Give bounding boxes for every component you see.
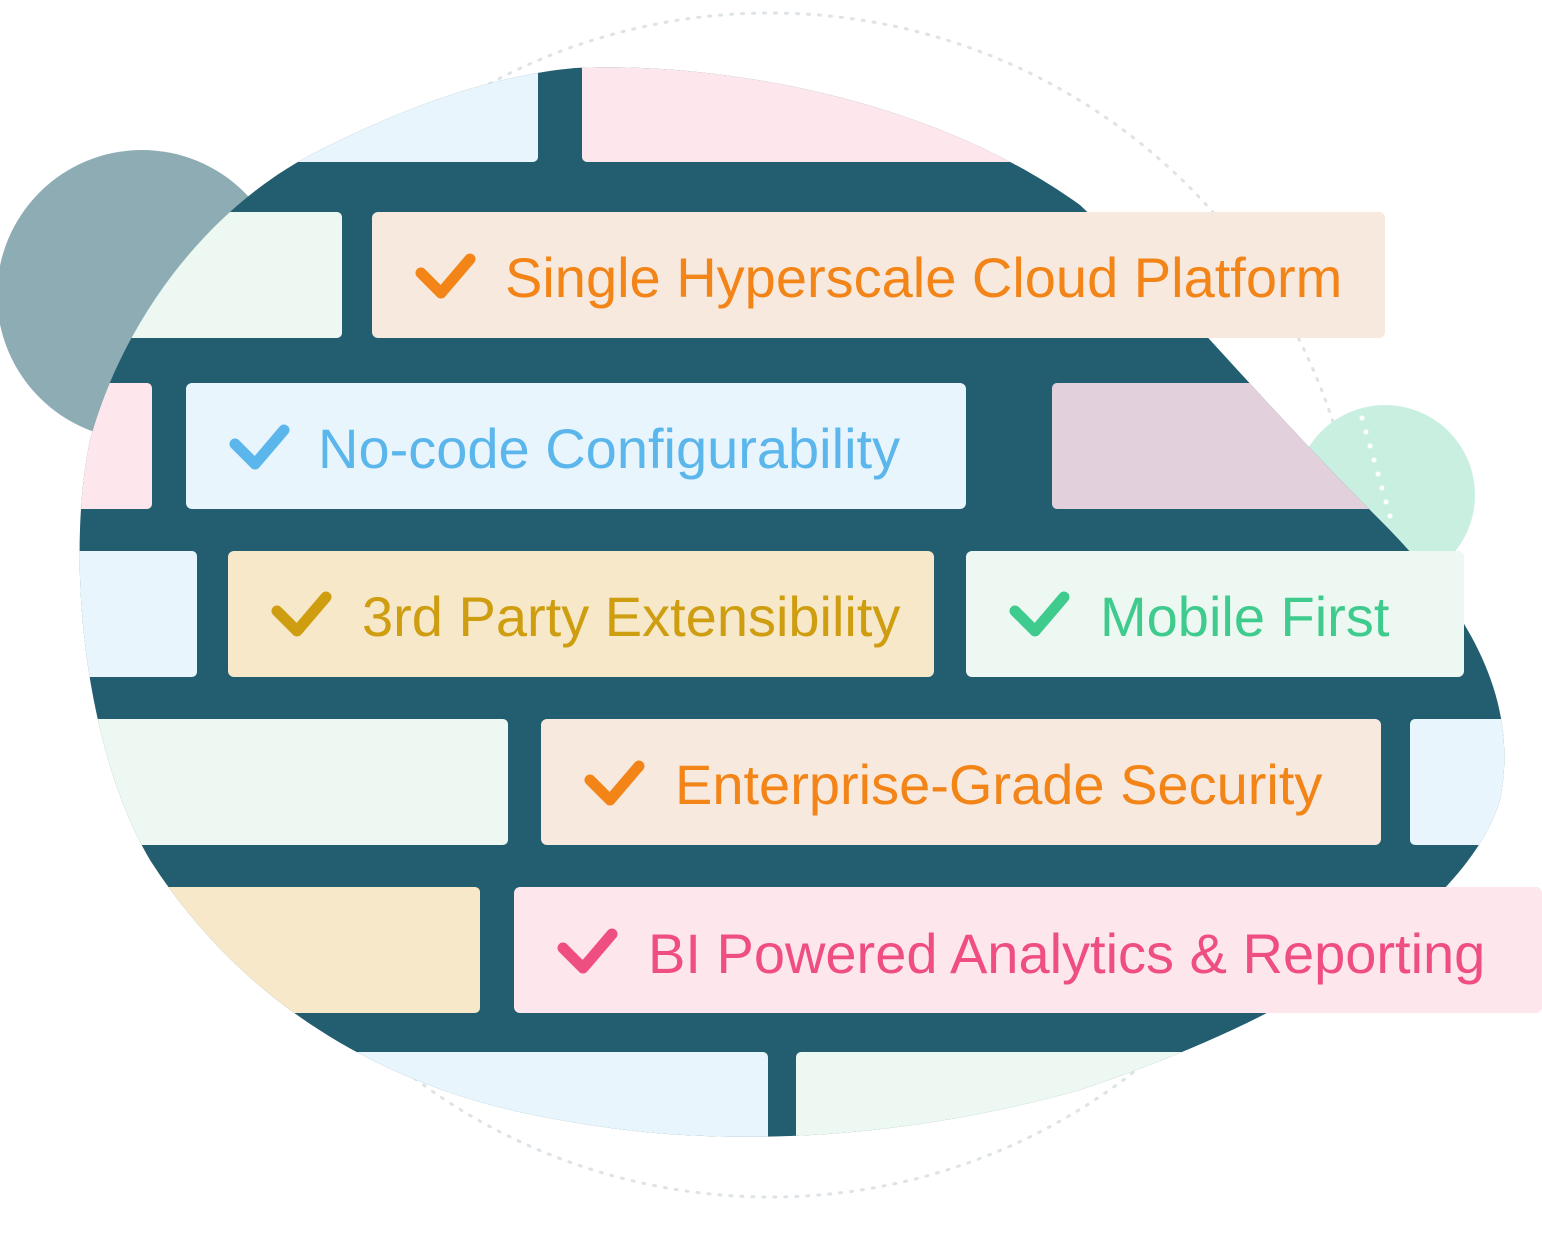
feature-brick-3: Mobile First [966,551,1464,677]
mint-circle-dots [1359,415,1393,519]
feature-brick-1: No-code Configurability [186,383,966,509]
feature-brick-0: Single Hyperscale Cloud Platform [372,212,1385,338]
wall-brick [200,1052,768,1137]
feature-label: Single Hyperscale Cloud Platform [505,246,1342,309]
feature-label: 3rd Party Extensibility [362,585,900,648]
check-icon [415,253,476,299]
check-icon [271,591,332,637]
wall-brick [210,67,538,162]
wall-brick [582,67,1082,162]
wall-brick [79,551,197,677]
wall-brick [1410,719,1505,845]
feature-brick-2: 3rd Party Extensibility [228,551,934,677]
feature-brick-4: Enterprise-Grade Security [541,719,1381,845]
check-icon [557,928,618,974]
check-icon [229,424,290,470]
feature-label: Enterprise-Grade Security [675,753,1322,816]
feature-label: No-code Configurability [318,417,900,480]
feature-brick-5: BI Powered Analytics & Reporting [514,887,1542,1013]
feature-label: BI Powered Analytics & Reporting [648,922,1485,985]
wall-brick [796,1052,1316,1137]
wall-brick [79,719,508,845]
feature-label: Mobile First [1100,585,1390,648]
feature-list: Single Hyperscale Cloud Platform No-code… [186,212,1542,1013]
check-icon [1009,591,1070,637]
check-icon [584,760,645,806]
wall-brick [100,887,480,1013]
